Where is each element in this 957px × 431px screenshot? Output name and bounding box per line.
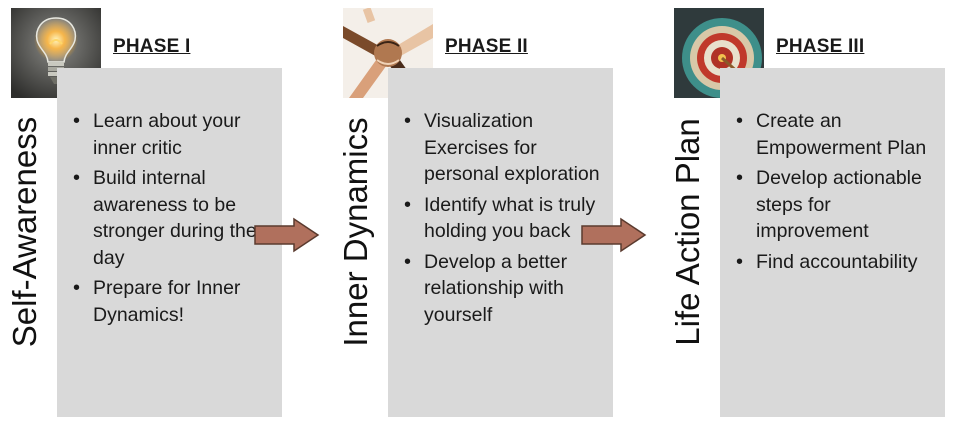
list-item: Learn about your inner critic [57, 108, 282, 161]
phase-3-list: Create an Empowerment Plan Develop actio… [720, 68, 945, 275]
list-item: Create an Empowerment Plan [720, 108, 945, 161]
right-arrow-icon [254, 217, 320, 253]
list-item: Develop a better relationship with yours… [388, 249, 613, 329]
list-item: Identify what is truly holding you back [388, 192, 613, 245]
phase-2-list: Visualization Exercises for personal exp… [388, 68, 613, 328]
phase-2-box: Visualization Exercises for personal exp… [388, 68, 613, 417]
phase-2: Inner Dynamics PHASE II Visualization Ex… [331, 0, 631, 431]
list-item: Prepare for Inner Dynamics! [57, 275, 282, 328]
lightbulb-icon [11, 8, 101, 98]
phase-2-label: PHASE II [445, 36, 528, 57]
phase-1-list: Learn about your inner critic Build inte… [57, 68, 282, 328]
phase-1-label: PHASE I [113, 36, 191, 57]
phase-3: Life Action Plan PHASE III Create an Emp… [663, 0, 957, 431]
phase-1-box: Learn about your inner critic Build inte… [57, 68, 282, 417]
phase-3-label: PHASE III [776, 36, 865, 57]
phase-2-title: Inner Dynamics [337, 117, 374, 347]
phase-1: Self-Awareness PHA [0, 0, 300, 431]
phase-1-title: Self-Awareness [6, 116, 43, 348]
list-item: Visualization Exercises for personal exp… [388, 108, 613, 188]
list-item: Find accountability [720, 249, 945, 276]
list-item: Develop actionable steps for improvement [720, 165, 945, 245]
phase-3-box: Create an Empowerment Plan Develop actio… [720, 68, 945, 417]
phase-3-title: Life Action Plan [669, 118, 706, 346]
list-item: Build internal awareness to be stronger … [57, 165, 282, 271]
right-arrow-icon [581, 217, 647, 253]
